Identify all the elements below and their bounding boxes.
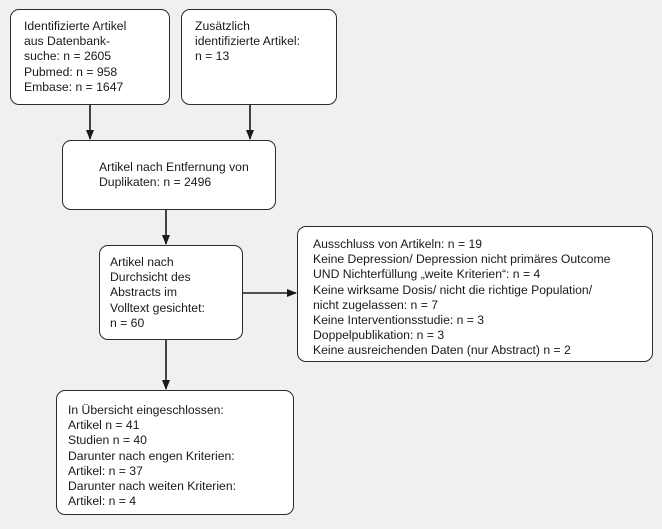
box-text-line: nicht zugelassen: n = 7 [313, 297, 439, 312]
box-text-line: Artikel: n = 37 [68, 463, 143, 478]
excluded-articles-box: Ausschluss von Artikeln: n = 19 Keine De… [297, 226, 653, 362]
box-text-line: identifizierte Artikel: [195, 34, 300, 49]
box-text-line: In Übersicht eingeschlossen: [68, 403, 224, 417]
box-text-line: Pubmed: n = 958 [24, 64, 118, 79]
box-text-line: Keine wirksame Dosis/ nicht die richtige… [313, 282, 593, 297]
box-text-line: Artikel nach Entfernung von [99, 160, 249, 174]
additional-articles-box: Zusätzlich identifizierte Artikel: n = 1… [181, 9, 337, 105]
box-text-line: Darunter nach weiten Kriterien: [68, 479, 237, 494]
identified-articles-box: Identifizierte Artikel aus Datenbank- su… [10, 9, 170, 105]
box-text-line: n = 60 [110, 315, 145, 330]
box-text-line: Artikel: n = 4 [68, 494, 137, 509]
box-text-line: Embase: n = 1647 [24, 79, 124, 94]
box-text-line: Duplikaten: n = 2496 [99, 175, 212, 190]
box-text-line: Artikel nach [110, 255, 174, 269]
box-text-line: Abstracts im [110, 285, 178, 300]
box-text-line: Studien n = 40 [68, 433, 147, 448]
box-text-line: aus Datenbank- [24, 34, 111, 49]
box-text-line: Keine Depression/ Depression nicht primä… [313, 252, 611, 267]
included-in-review-box: In Übersicht eingeschlossen: Artikel n =… [56, 390, 294, 515]
box-text-line: Zusätzlich [195, 19, 250, 33]
box-text-line: Durchsicht des [110, 270, 191, 285]
box-text-line: n = 13 [195, 49, 230, 64]
box-text-line: Keine Interventionsstudie: n = 3 [313, 313, 485, 328]
box-text-line: Darunter nach engen Kriterien: [68, 448, 235, 463]
box-text-line: Volltext gesichtet: [110, 300, 205, 315]
box-text-line: Artikel n = 41 [68, 418, 140, 433]
box-text-line: Identifizierte Artikel [24, 19, 127, 33]
box-text-line: UND Nichterfüllung „weite Kriterien“: n … [313, 267, 541, 282]
box-text-line: suche: n = 2605 [24, 49, 112, 64]
box-text-line: Ausschluss von Artikeln: n = 19 [313, 237, 483, 251]
after-deduplication-box: Artikel nach Entfernung von Duplikaten: … [62, 140, 276, 210]
box-text-line: Keine ausreichenden Daten (nur Abstract)… [313, 343, 571, 358]
abstract-screening-box: Artikel nach Durchsicht des Abstracts im… [99, 245, 243, 340]
box-text-line: Doppelpublikation: n = 3 [313, 328, 445, 343]
